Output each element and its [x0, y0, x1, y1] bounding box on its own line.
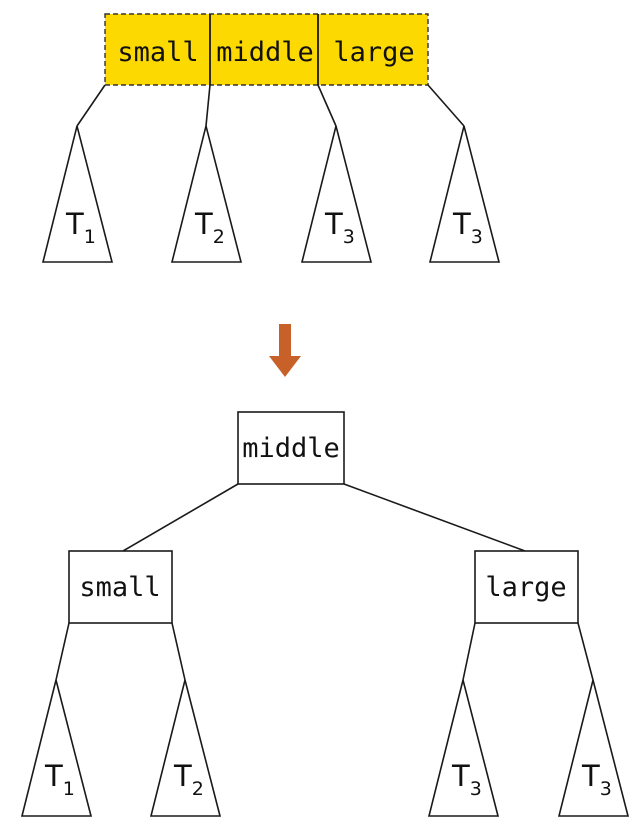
- edge: [76, 84, 106, 127]
- edge: [343, 483, 526, 552]
- root-node: middle: [237, 411, 345, 485]
- edge: [577, 622, 594, 681]
- right-child-node: large: [474, 550, 579, 624]
- edge: [55, 622, 70, 681]
- edge: [462, 622, 476, 681]
- edge: [427, 84, 465, 127]
- subtree-label: T3: [581, 759, 612, 800]
- subtree-label: T1: [65, 207, 96, 248]
- edge: [171, 622, 186, 681]
- subtree-label: T3: [452, 207, 483, 248]
- overfull-key-small: small: [117, 37, 198, 68]
- down-arrow-icon: [269, 324, 301, 377]
- subtree-label: T3: [451, 759, 482, 800]
- subtree-label: T2: [173, 759, 204, 800]
- root-key: middle: [242, 433, 340, 464]
- result-edges: [55, 483, 594, 681]
- edge: [317, 84, 337, 127]
- top-subtree: T1: [41, 125, 114, 263]
- overfull-key-large: large: [333, 37, 414, 68]
- subtree-label: T3: [324, 207, 355, 248]
- left-child-key: small: [79, 572, 160, 603]
- subtree-label: T2: [194, 207, 225, 248]
- right-child-box: [474, 550, 579, 624]
- overfull-node-box: [104, 13, 429, 86]
- overfull-key-middle: middle: [216, 37, 314, 68]
- subtree-label: T1: [44, 759, 75, 800]
- edge: [122, 483, 239, 552]
- bottom-subtree: T3: [427, 679, 500, 817]
- top-subtree: T3: [300, 125, 373, 263]
- root-node-box: [237, 411, 345, 485]
- bottom-subtree: T1: [20, 679, 93, 817]
- overfull-edges: [76, 84, 465, 127]
- overfull-node: small middle large: [104, 13, 429, 86]
- bottom-subtree: T2: [149, 679, 222, 817]
- left-child-node: small: [68, 550, 173, 624]
- left-child-box: [68, 550, 173, 624]
- bottom-subtree: T3: [557, 679, 630, 817]
- edge: [205, 84, 211, 127]
- top-subtree: T2: [170, 125, 243, 263]
- right-child-key: large: [485, 572, 566, 603]
- top-subtree: T3: [428, 125, 501, 263]
